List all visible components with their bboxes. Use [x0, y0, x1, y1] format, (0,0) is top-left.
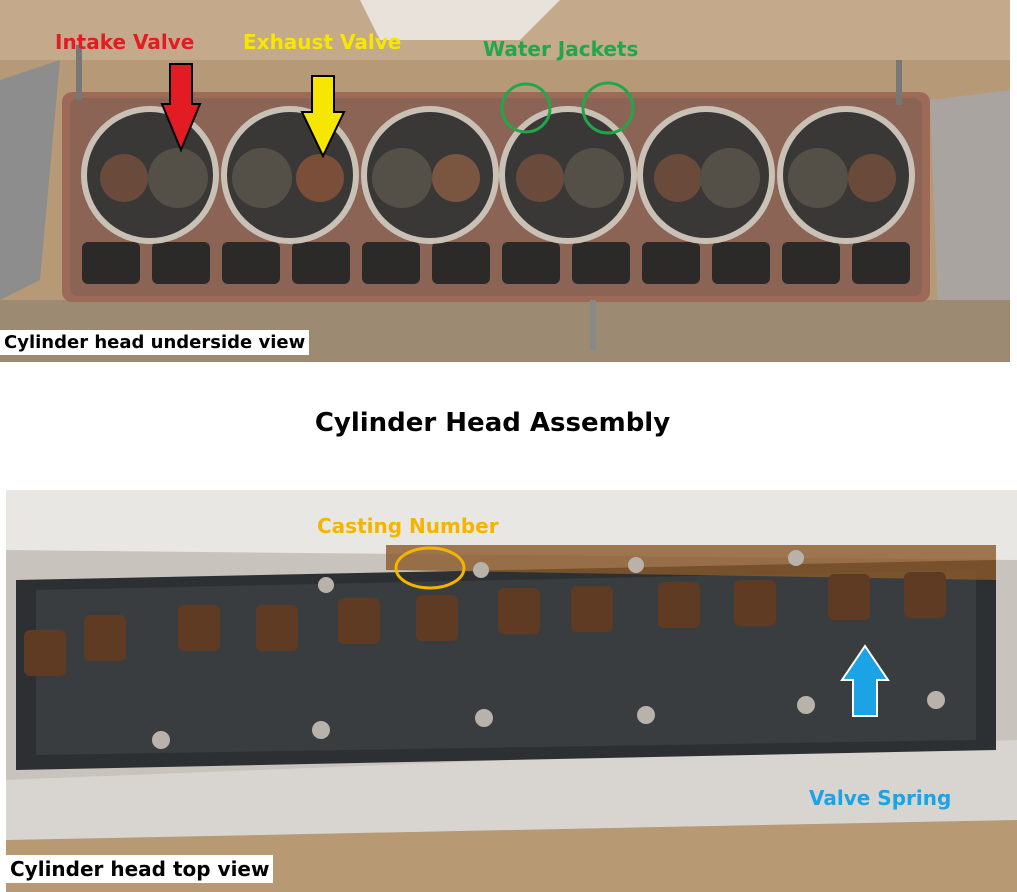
intake-valve-label: Intake Valve [55, 30, 195, 54]
underside-caption: Cylinder head underside view [0, 330, 310, 355]
casting-number-label: Casting Number [317, 514, 499, 538]
top-view-caption: Cylinder head top view [6, 855, 274, 883]
water-jacket-circle [581, 81, 635, 135]
valve-spring-label: Valve Spring [809, 786, 952, 810]
exhaust-valve-label: Exhaust Valve [243, 30, 402, 54]
intake-arrow [160, 63, 202, 153]
casting-number-oval [394, 546, 466, 590]
underside-photo: Intake Valve Exhaust Valve Water Jackets… [0, 0, 1010, 362]
water-jackets-label: Water Jackets [483, 37, 639, 61]
page-title: Cylinder Head Assembly [314, 408, 671, 438]
valve-spring-arrow [840, 644, 890, 717]
exhaust-arrow [300, 75, 346, 159]
water-jacket-circle [500, 82, 552, 134]
top-view-illustration [6, 490, 1017, 892]
top-view-photo: Casting Number Valve Spring Cylinder hea… [6, 490, 1017, 892]
